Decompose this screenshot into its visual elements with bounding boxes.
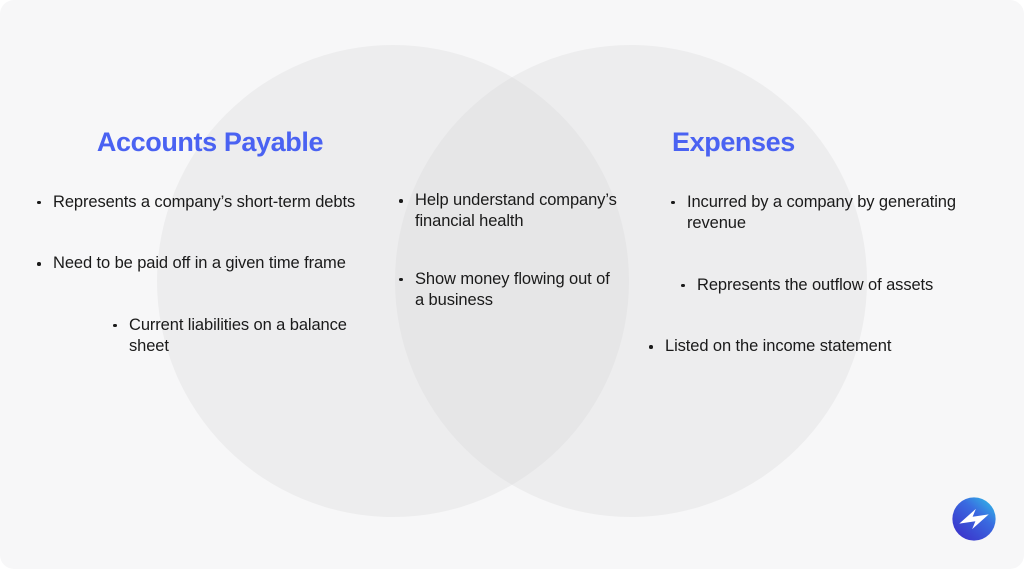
venn-center-column: Help understand company’s financial heal… — [398, 190, 620, 348]
list-item: Current liabilities on a balance sheet — [112, 315, 366, 358]
venn-right-title: Expenses — [672, 127, 795, 157]
list-item: Help understand company’s financial heal… — [398, 190, 620, 233]
venn-left-bullet-list: Represents a company’s short-term debts … — [36, 192, 366, 358]
list-item: Incurred by a company by generating reve… — [670, 192, 980, 235]
venn-right-bullet-list: Incurred by a company by generating reve… — [648, 192, 980, 358]
list-item: Need to be paid off in a given time fram… — [36, 253, 366, 274]
venn-right-column: Expenses Incurred by a company by genera… — [648, 127, 980, 358]
list-item: Represents a company’s short-term debts — [36, 192, 366, 213]
venn-left-column: Accounts Payable Represents a company’s … — [36, 127, 366, 358]
list-item: Show money flowing out of a business — [398, 269, 620, 312]
list-item: Represents the outflow of assets — [680, 275, 980, 296]
venn-center-bullet-list: Help understand company’s financial heal… — [398, 190, 620, 312]
venn-left-title: Accounts Payable — [96, 127, 324, 157]
lightning-bolt-logo — [951, 496, 997, 542]
list-item: Listed on the income statement — [648, 336, 980, 357]
